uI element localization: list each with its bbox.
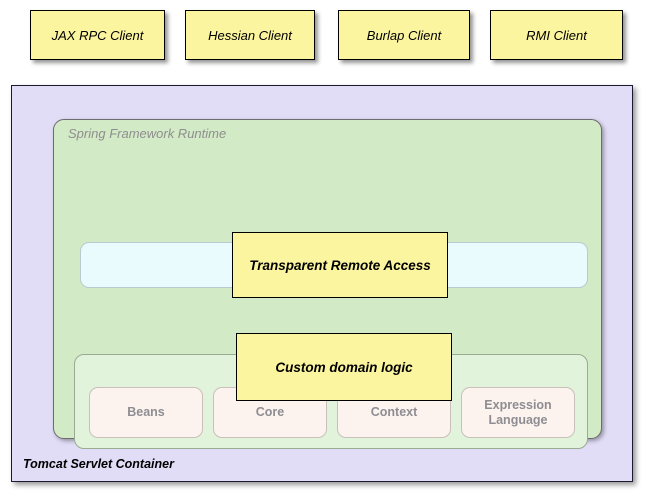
client-label: JAX RPC Client <box>51 27 144 43</box>
spring-framework-runtime-label: Spring Framework Runtime <box>68 126 227 141</box>
core-module-label: Core <box>255 405 285 419</box>
feature-box-label: Transparent Remote Access <box>249 257 431 273</box>
tomcat-servlet-container-label: Tomcat Servlet Container <box>23 457 174 471</box>
client-box-burlap[interactable]: Burlap Client <box>338 10 470 60</box>
tomcat-servlet-container: Spring Framework Runtime Web Core Contai… <box>11 85 633 482</box>
core-module-expression-language[interactable]: Expression Language <box>461 387 575 438</box>
feature-box-custom-domain-logic[interactable]: Custom domain logic <box>236 333 452 401</box>
client-label: Hessian Client <box>208 27 292 43</box>
feature-box-transparent-remote-access[interactable]: Transparent Remote Access <box>232 232 448 298</box>
client-row: JAX RPC Client Hessian Client Burlap Cli… <box>0 0 647 85</box>
client-label: Burlap Client <box>366 27 442 43</box>
client-box-hessian[interactable]: Hessian Client <box>185 10 315 60</box>
core-module-beans[interactable]: Beans <box>89 387 203 438</box>
core-module-label: Context <box>370 405 418 419</box>
spring-framework-runtime: Spring Framework Runtime Web Core Contai… <box>53 119 602 449</box>
feature-box-label: Custom domain logic <box>275 359 413 375</box>
core-module-label: Beans <box>127 405 165 419</box>
client-box-rmi[interactable]: RMI Client <box>490 10 623 60</box>
client-box-jax-rpc[interactable]: JAX RPC Client <box>30 10 165 60</box>
client-label: RMI Client <box>526 27 587 43</box>
core-module-label: Expression Language <box>484 397 552 427</box>
